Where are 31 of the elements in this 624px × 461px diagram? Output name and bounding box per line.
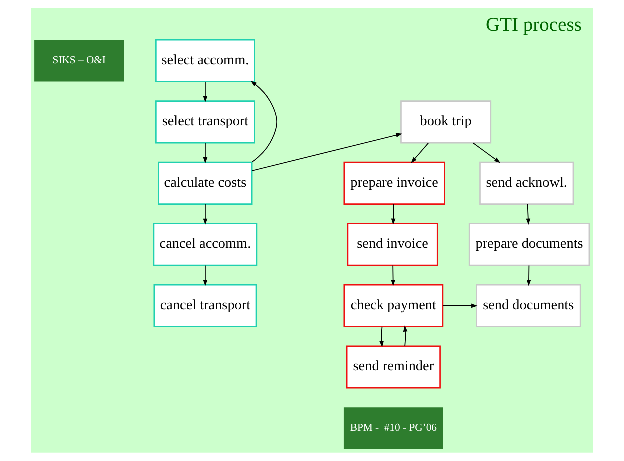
arrow (380, 326, 384, 348)
arrow (403, 326, 408, 347)
arrow (250, 80, 278, 164)
node-box: select accomm. (156, 39, 256, 82)
node-box: book trip (400, 100, 492, 144)
label: BPM - #10 - PG’06 (350, 423, 437, 434)
arrow (391, 265, 396, 286)
arrow (526, 204, 531, 226)
node-box: cancel accomm. (153, 223, 258, 266)
arrow (203, 142, 208, 164)
arrow (203, 265, 208, 286)
node-box: select transport (156, 100, 256, 144)
node-box: send reminder (346, 346, 441, 389)
node-box: calculate costs (158, 162, 253, 205)
node-box: prepare invoice (344, 162, 446, 205)
node-box: send invoice (347, 223, 438, 266)
arrow (411, 142, 430, 164)
node-box: send documents (476, 284, 582, 328)
arrow (203, 82, 208, 103)
diagram-title: GTI process (486, 14, 582, 36)
arrow (203, 204, 208, 226)
arrow (391, 204, 396, 226)
label: SIKS – O&I (52, 56, 106, 67)
node-box: check payment (344, 284, 444, 328)
node-box: prepare documents (468, 223, 590, 266)
node-box: cancel transport (154, 284, 258, 328)
arrow (526, 265, 532, 286)
arrow (252, 133, 402, 172)
node-box: send acknowl. (480, 162, 574, 205)
arrow (472, 142, 501, 164)
arrow (442, 304, 478, 308)
